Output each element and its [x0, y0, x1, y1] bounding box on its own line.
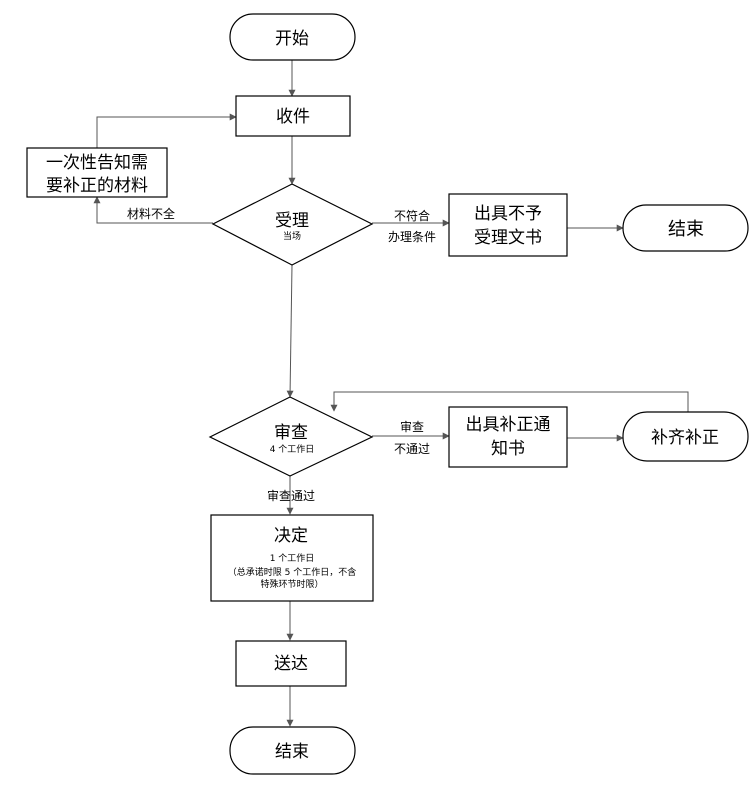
node-start-label: 开始 [275, 29, 309, 49]
node-receive: 收件 [235, 95, 351, 137]
edge-label-review-pass: 审查通过 [267, 488, 315, 503]
node-start: 开始 [229, 13, 356, 61]
edge-accept-supplement [93, 196, 213, 224]
node-accept: 受理 当场 [211, 183, 374, 266]
connectors [93, 60, 689, 727]
node-correction-notice-line1: 出具补正通 [466, 415, 551, 435]
node-review-title: 审查 [274, 423, 308, 443]
node-end-right: 结束 [622, 204, 749, 252]
node-accept-sub: 当场 [283, 230, 301, 242]
node-supplement-notice-line2: 要补正的材料 [46, 176, 148, 196]
edge-label-not-meet-line1: 不符合 [394, 208, 430, 223]
node-decision-sub2: （总承诺时限 5 个工作日，不含 [228, 566, 356, 578]
node-review: 审查 4 个工作日 [208, 396, 374, 477]
edge-label-review-fail-line2: 不通过 [394, 442, 430, 456]
edge-label-not-meet-line2: 办理条件 [388, 229, 436, 244]
node-complete-correction: 补齐补正 [622, 411, 749, 462]
node-decision-sub1: 1 个工作日 [270, 552, 315, 564]
node-reject-doc: 出具不予 受理文书 [448, 193, 568, 257]
node-supplement-notice: 一次性告知需 要补正的材料 [26, 147, 168, 198]
node-reject-doc-line1: 出具不予 [474, 204, 542, 224]
node-complete-correction-label: 补齐补正 [651, 428, 719, 448]
edge-complete-review [330, 391, 689, 412]
node-decision-sub3: 特殊环节时限） [260, 578, 323, 590]
node-supplement-notice-line1: 一次性告知需 [46, 153, 148, 173]
node-correction-notice-line2: 知书 [491, 439, 525, 459]
node-end-bottom: 结束 [229, 726, 356, 775]
node-decision: 决定 1 个工作日 （总承诺时限 5 个工作日，不含 特殊环节时限） [210, 514, 374, 602]
edge-labels: 材料不全 不符合 办理条件 审查 不通过 审查通过 [127, 206, 436, 503]
node-deliver: 送达 [235, 640, 347, 687]
node-reject-doc-line2: 受理文书 [474, 228, 542, 248]
node-accept-title: 受理 [275, 211, 309, 231]
node-end-right-label: 结束 [668, 219, 704, 240]
node-decision-title: 决定 [274, 526, 308, 546]
edge-label-review-fail-line1: 审查 [400, 419, 424, 434]
node-end-bottom-label: 结束 [275, 742, 309, 762]
edge-accept-review [286, 264, 294, 398]
node-receive-label: 收件 [276, 107, 310, 127]
node-deliver-label: 送达 [274, 654, 308, 674]
node-correction-notice: 出具补正通 知书 [448, 406, 568, 468]
edge-supplement-receive [96, 113, 237, 148]
edge-label-materials-incomplete: 材料不全 [127, 206, 175, 221]
node-review-sub: 4 个工作日 [270, 443, 315, 455]
